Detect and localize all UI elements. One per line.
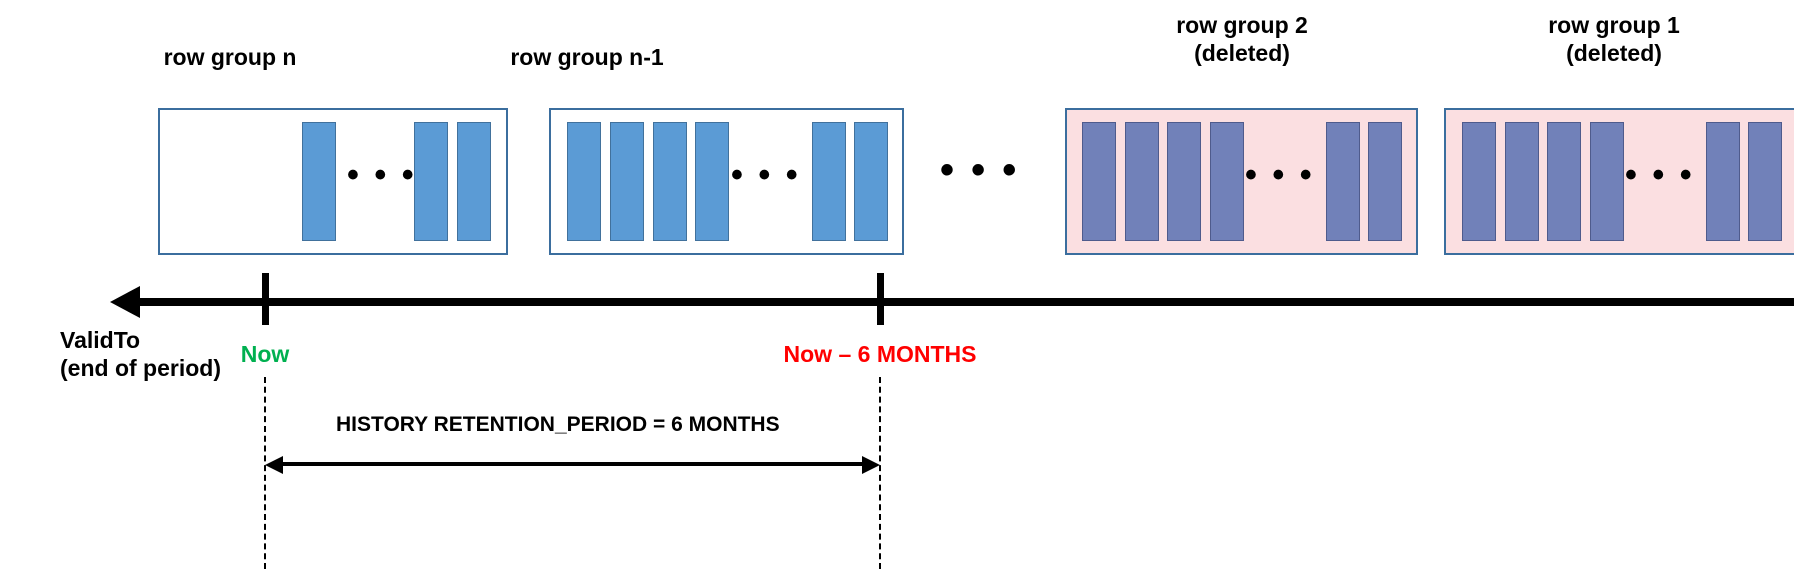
- column-segment-bar: [610, 122, 644, 241]
- retention-arrowhead-right-icon: [862, 456, 880, 474]
- column-ellipsis-icon: • • •: [347, 156, 417, 194]
- column-segment-bar: [1326, 122, 1360, 241]
- row-group-ellipsis-icon: • • •: [940, 148, 1020, 192]
- column-ellipsis-icon: • • •: [1625, 156, 1695, 194]
- row-group-label-n: row group n: [163, 44, 297, 70]
- marker-label-cutoff: Now – 6 MONTHS: [783, 341, 977, 367]
- timeline-tick-cutoff: [877, 273, 884, 325]
- column-segment-bar: [1748, 122, 1782, 241]
- column-segment-bar: [414, 122, 448, 241]
- timeline-tick-now: [262, 273, 269, 325]
- column-segment-bar: [1125, 122, 1159, 241]
- column-segment-bar: [1210, 122, 1244, 241]
- column-segment-bar: [1167, 122, 1201, 241]
- column-segment-bar: [302, 122, 336, 241]
- retention-arrowhead-left-icon: [265, 456, 283, 474]
- column-segment-bar: [1368, 122, 1402, 241]
- column-ellipsis-icon: • • •: [731, 156, 801, 194]
- row-group-label-2: row group 2 (deleted): [1176, 12, 1308, 66]
- row-group-label-1: row group 1 (deleted): [1548, 12, 1680, 66]
- column-segment-bar: [1590, 122, 1624, 241]
- guide-line-cutoff: [879, 377, 881, 569]
- column-segment-bar: [653, 122, 687, 241]
- column-segment-bar: [1462, 122, 1496, 241]
- column-segment-bar: [1082, 122, 1116, 241]
- column-segment-bar: [1505, 122, 1539, 241]
- column-segment-bar: [812, 122, 846, 241]
- retention-dimension-line: [281, 462, 864, 466]
- column-ellipsis-icon: • • •: [1245, 156, 1315, 194]
- timeline-arrowhead-icon: [110, 286, 140, 318]
- retention-period-label: HISTORY RETENTION_PERIOD = 6 MONTHS: [336, 413, 780, 436]
- column-segment-bar: [854, 122, 888, 241]
- column-segment-bar: [695, 122, 729, 241]
- marker-label-now: Now: [240, 341, 290, 367]
- column-segment-bar: [1547, 122, 1581, 241]
- row-group-label-n-1: row group n-1: [510, 44, 664, 70]
- timeline-axis: [138, 298, 1794, 306]
- column-segment-bar: [567, 122, 601, 241]
- column-segment-bar: [457, 122, 491, 241]
- column-segment-bar: [1706, 122, 1740, 241]
- axis-caption-validto: ValidTo (end of period): [60, 327, 221, 382]
